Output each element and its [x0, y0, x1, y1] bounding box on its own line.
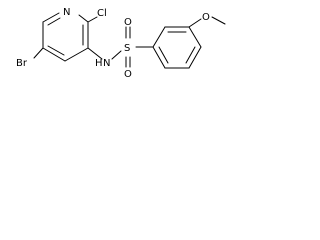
bond-b6-b1 — [152, 46, 166, 69]
atom-label-amide-n: N — [103, 58, 110, 69]
atom-label-s: S — [124, 43, 130, 54]
bond-b1-b2 — [152, 26, 166, 48]
bond-c3-nh — [87, 47, 103, 60]
atom-label-br: Br — [16, 58, 28, 69]
atom-label-o-top: O — [124, 17, 132, 28]
bond-c6-n — [42, 12, 60, 23]
bond-b4-b5 — [188, 46, 202, 69]
bond-n-c2 — [78, 14, 89, 23]
atom-label-o-bottom: O — [124, 69, 132, 80]
atom-label-amide-h: H — [95, 58, 103, 69]
chemical-structure-diagram: N Cl Br N H S O O O — [16, 7, 226, 80]
atom-label-methoxy-o: O — [202, 12, 210, 23]
benzene-ring — [152, 26, 202, 69]
bond-c6-n-inner — [47, 17, 61, 26]
bond-nh-s — [111, 50, 122, 60]
bond-c5-br — [33, 47, 44, 59]
bond-o-methyl — [211, 16, 226, 25]
bond-b6-b1-inner — [158, 46, 169, 64]
atom-label-cl: Cl — [97, 8, 107, 19]
bond-c2-cl — [87, 16, 98, 23]
pyridine-ring — [42, 12, 89, 62]
bond-c4-c5-inner — [47, 45, 65, 56]
atom-label-pyridine-n: N — [63, 7, 70, 18]
bond-b4-b5-inner — [185, 46, 196, 64]
bond-c4-c5 — [42, 47, 66, 62]
bond-c3-c4 — [64, 47, 89, 62]
bond-b3-b4 — [188, 26, 202, 48]
bond-aryl-o — [188, 18, 202, 28]
